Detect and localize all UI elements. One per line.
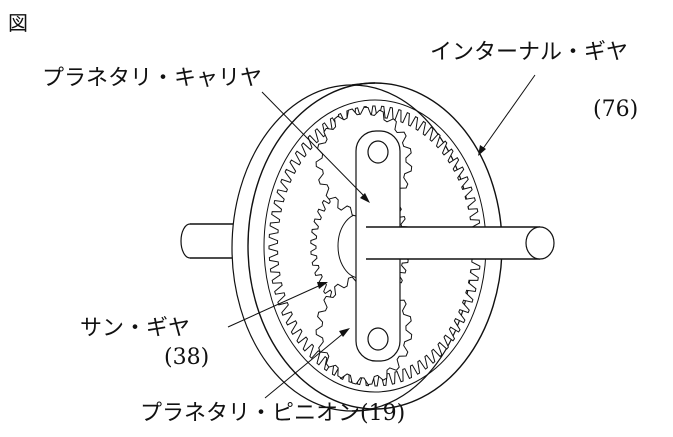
figure-label: 図 <box>8 11 28 35</box>
label-planetary-pinion: プラネタリ・ピニオン(19) <box>140 401 405 426</box>
label-internal-gear-teeth: (76) <box>593 97 638 122</box>
label-sun-gear: サン・ギヤ <box>80 316 190 341</box>
label-sun-gear-teeth: (38) <box>164 345 209 370</box>
label-planetary-carrier: プラネタリ・キャリヤ <box>42 66 262 91</box>
right-shaft <box>366 226 555 260</box>
leader-carrier <box>261 91 370 203</box>
leader-pinion <box>264 328 350 399</box>
leader-sun-gear <box>227 282 328 328</box>
leader-internal-gear <box>478 74 536 156</box>
label-internal-gear: インターナル・ギヤ <box>430 40 628 65</box>
